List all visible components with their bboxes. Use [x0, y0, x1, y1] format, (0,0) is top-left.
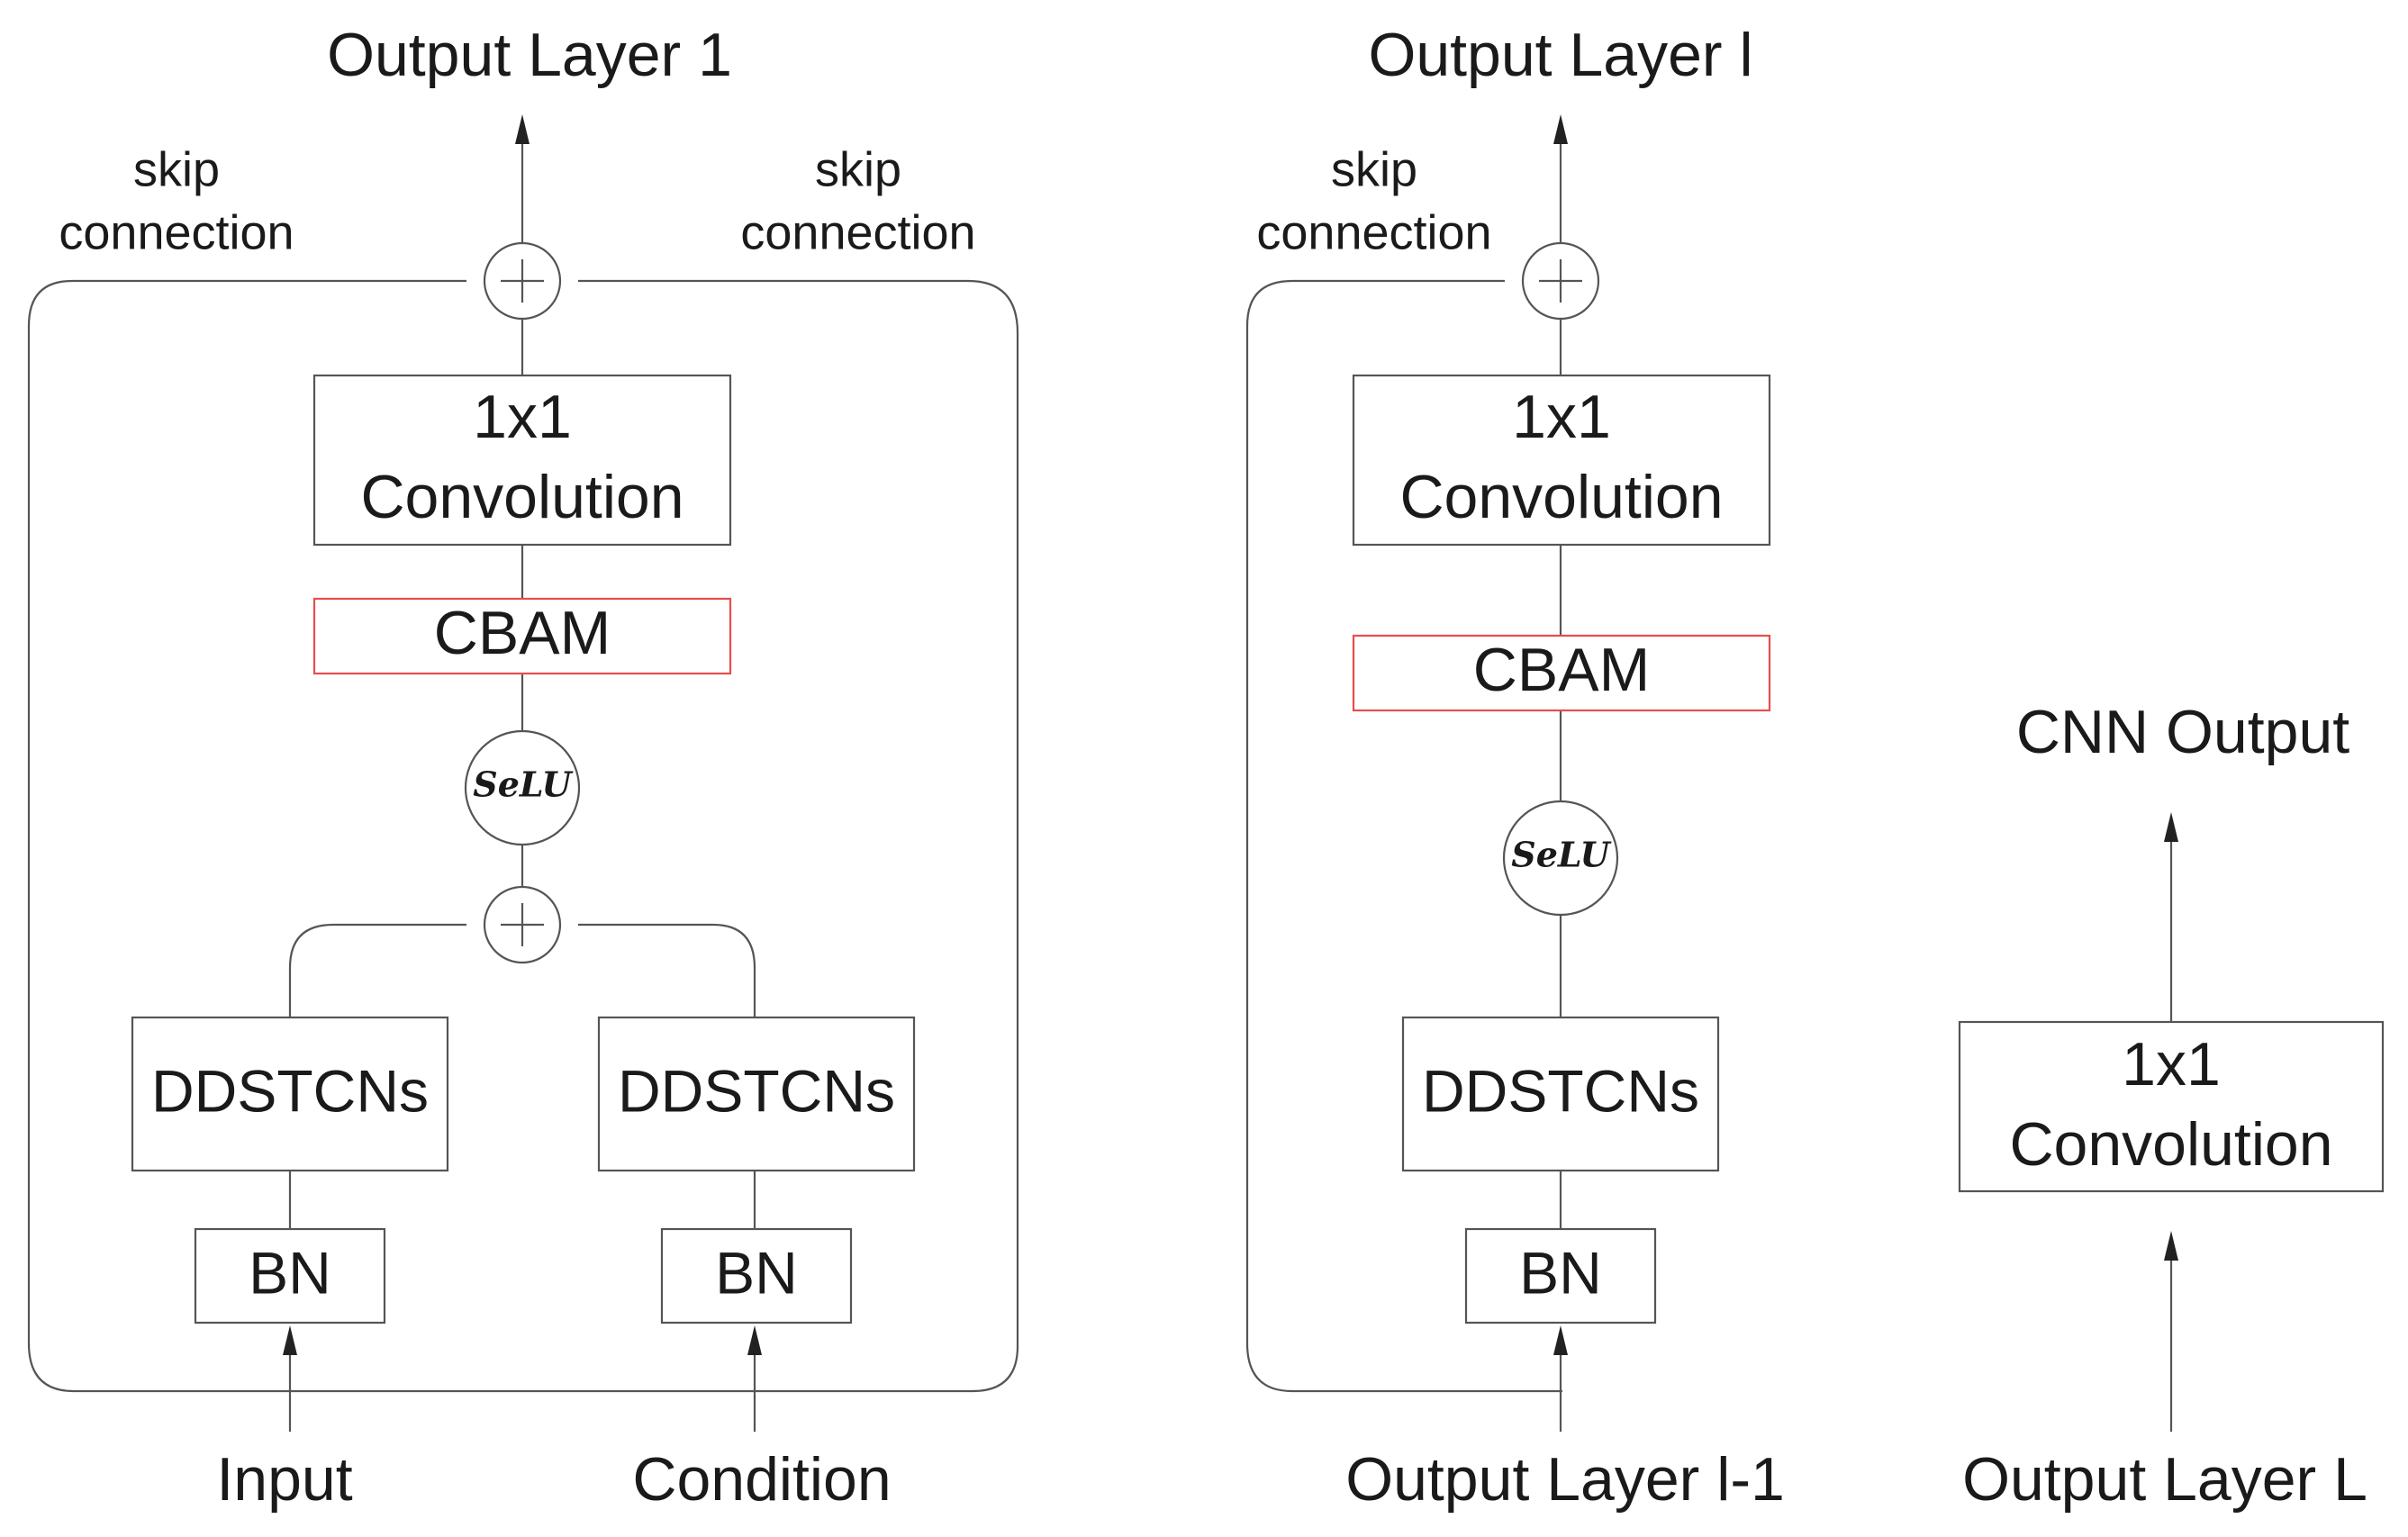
- block1-bn-left-label: BN: [249, 1239, 331, 1306]
- block3-conv-box: [1958, 1020, 2385, 1193]
- block2-cbam-box: [1352, 634, 1771, 712]
- block-1: 1x1 Convolution CBAM SeLU DDSTCNs DDSTCN…: [27, 21, 1019, 1514]
- block1-bn-right-box: [660, 1227, 853, 1325]
- block1-ddstcn-right-box: [597, 1016, 916, 1172]
- block1-condition-arrowhead: [747, 1325, 762, 1355]
- block3-output-label: CNN Output: [2016, 698, 2349, 766]
- block1-output-label: Output Layer 1: [327, 21, 732, 89]
- block2-output-arrowhead: [1553, 114, 1568, 144]
- block2-ddstcn-box: [1401, 1016, 1720, 1172]
- block1-skip-right-line1: skip: [815, 142, 901, 196]
- block3-input-label: Output Layer L: [1962, 1445, 2367, 1514]
- block2-selu-label: SeLU: [1511, 835, 1612, 875]
- block1-right-branch: [578, 923, 756, 1017]
- block2-skip-left-line2: connection: [1256, 205, 1491, 259]
- block1-ddstcn-right-label: DDSTCNs: [618, 1057, 895, 1124]
- block1-left-branch: [288, 923, 466, 1017]
- block2-skip-connection-loop: [1245, 279, 1562, 1393]
- block1-skip-connection-loop: [27, 279, 1019, 1393]
- block-3: 1x1 Convolution CNN Output Output Layer …: [1958, 698, 2385, 1514]
- block1-cbam-label: CBAM: [434, 599, 611, 667]
- block1-skip-right-line2: connection: [740, 205, 975, 259]
- block3-input-arrowhead: [2164, 1231, 2178, 1261]
- block2-conv-line1: 1x1: [1512, 383, 1611, 451]
- block1-bn-right-label: BN: [715, 1239, 798, 1306]
- block2-selu-node: [1502, 800, 1619, 917]
- block1-input-label: Input: [216, 1445, 352, 1514]
- block2-cbam-label: CBAM: [1473, 636, 1650, 704]
- block2-output-label: Output Layer l: [1368, 21, 1752, 89]
- block1-selu-node: [464, 729, 581, 846]
- block1-skip-left-line2: connection: [59, 205, 294, 259]
- block1-ddstcn-left-box: [131, 1016, 449, 1172]
- block2-input-arrowhead: [1553, 1325, 1568, 1355]
- block1-skip-left-line1: skip: [133, 142, 220, 196]
- block-2: 1x1 Convolution CBAM SeLU DDSTCNs BN Out…: [1245, 21, 1785, 1514]
- block1-conv-box: [312, 374, 732, 547]
- block1-cbam-box: [312, 597, 732, 675]
- block2-ddstcn-label: DDSTCNs: [1422, 1057, 1699, 1124]
- block2-skip-left-line1: skip: [1331, 142, 1417, 196]
- block2-bn-box: [1464, 1227, 1657, 1325]
- block2-bn-label: BN: [1519, 1239, 1602, 1306]
- block3-output-arrowhead: [2164, 812, 2178, 842]
- block1-conv-line2: Convolution: [360, 463, 683, 531]
- block1-ddstcn-left-label: DDSTCNs: [151, 1057, 429, 1124]
- block1-input-arrowhead: [283, 1325, 297, 1355]
- block1-output-arrowhead: [515, 114, 530, 144]
- block3-conv-line1: 1x1: [2122, 1030, 2221, 1099]
- block2-conv-box: [1352, 374, 1771, 547]
- block1-selu-label: SeLU: [473, 764, 574, 805]
- block1-conv-line1: 1x1: [473, 383, 572, 451]
- block3-conv-line2: Convolution: [2009, 1110, 2332, 1179]
- block2-input-label: Output Layer l-1: [1345, 1445, 1785, 1514]
- block1-bn-left-box: [194, 1227, 386, 1325]
- block2-conv-line2: Convolution: [1399, 463, 1723, 531]
- block1-condition-label: Condition: [632, 1445, 891, 1514]
